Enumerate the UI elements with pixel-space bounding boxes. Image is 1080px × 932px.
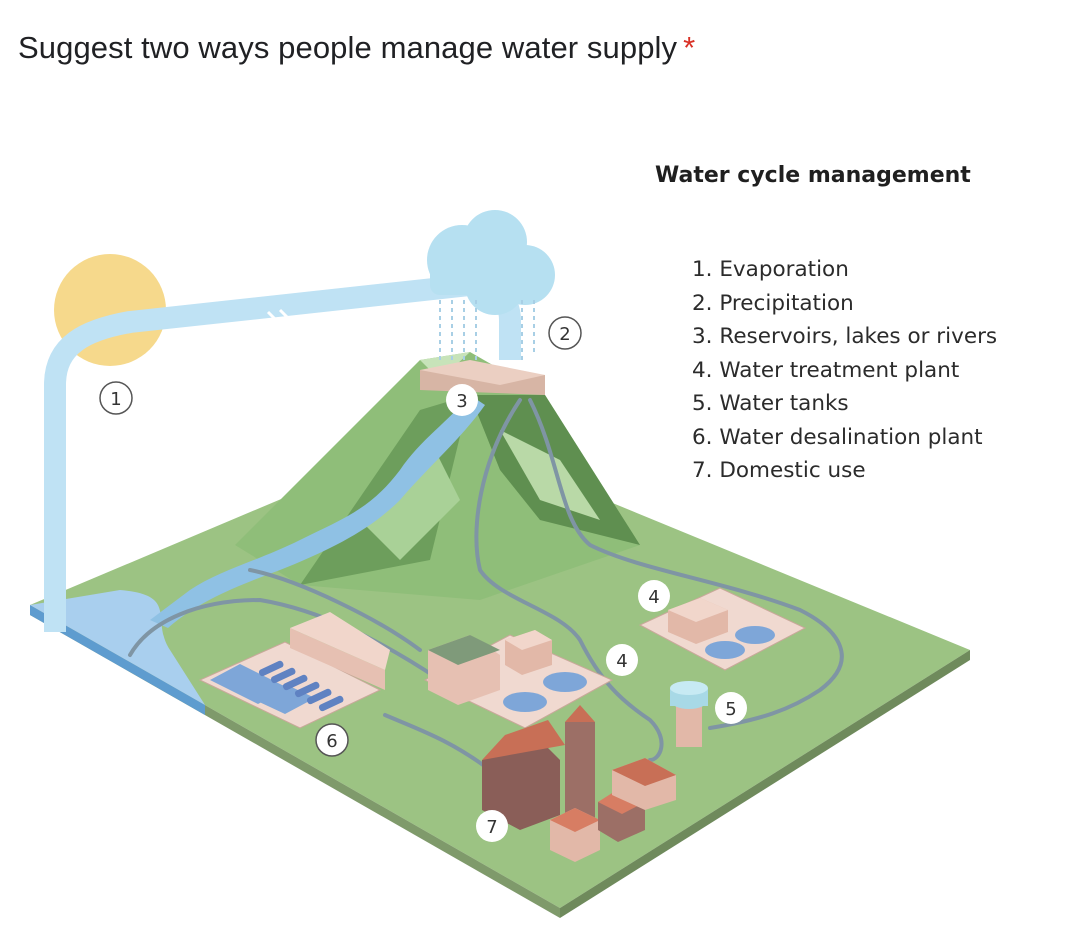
question-title: Suggest two ways people manage water sup… [18,30,695,66]
domestic-buildings [482,705,676,862]
marker-1-label: 1 [110,389,121,410]
water-cycle-diagram: 1 2 3 4 4 5 6 7 [30,210,970,918]
marker-7-label: 7 [486,817,497,838]
marker-6: 6 [315,723,349,757]
marker-4b: 4 [606,644,638,676]
marker-3: 3 [446,384,478,416]
water-pipes [128,398,844,772]
marker-7: 7 [476,810,508,842]
legend-item-6: 6. Water desalination plant [692,424,983,450]
water-treatment-plant-main [423,630,614,729]
marker-5-label: 5 [725,699,736,720]
legend-item-7: 7. Domestic use [692,458,866,483]
marker-3-label: 3 [456,391,467,412]
cloud-illustration [427,210,555,315]
marker-4a: 4 [638,580,670,612]
marker-4a-label: 4 [648,587,659,608]
marker-2: 2 [548,316,582,350]
water-treatment-plant-right [638,587,807,671]
marker-5: 5 [715,692,747,724]
marker-2-label: 2 [559,324,570,345]
diagram-title: Water cycle management [655,163,971,188]
legend-item-2: 2. Precipitation [692,290,854,316]
legend-item-1: 1. Evaporation [692,257,849,282]
question-text: Suggest two ways people manage water sup… [18,30,678,65]
legend-item-5: 5. Water tanks [692,391,849,416]
marker-1: 1 [99,381,133,415]
rain-lines [439,300,535,360]
desalination-plant [198,612,390,729]
sea-water [30,590,205,715]
river [150,395,485,628]
diagram-legend: 1. Evaporation 2. Precipitation 3. Reser… [692,253,997,488]
legend-item-4: 4. Water treatment plant [692,357,960,383]
legend-item-3: 3. Reservoirs, lakes or rivers [692,324,998,349]
water-tank [670,681,708,747]
required-asterisk: * [683,30,696,65]
marker-6-label: 6 [326,731,337,752]
marker-4b-label: 4 [616,651,627,672]
